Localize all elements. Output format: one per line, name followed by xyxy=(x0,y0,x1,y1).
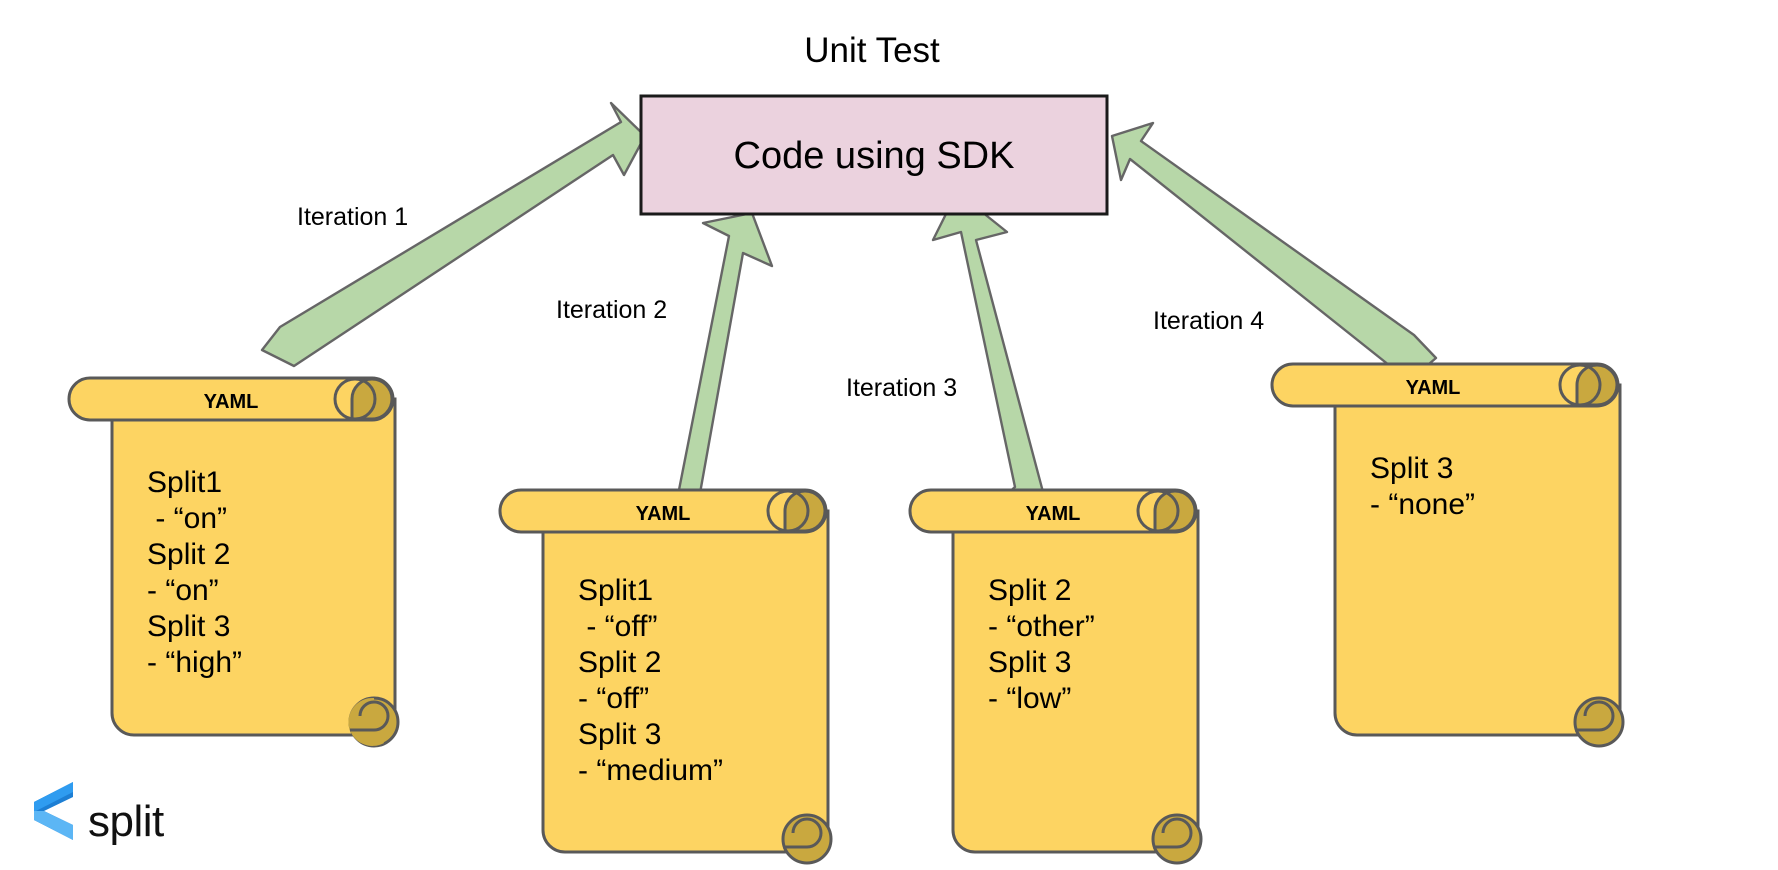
split-chevron-logo-icon xyxy=(34,782,73,840)
scroll-curl-top-3 xyxy=(1136,489,1197,533)
yaml-scroll-3[interactable]: YAML Split 2 - “other” Split 3 - “low” xyxy=(908,488,1203,865)
scroll-curl-top-1 xyxy=(333,377,394,421)
scroll-line: Split 2 xyxy=(147,538,230,571)
scroll-line: - “off” xyxy=(578,682,649,715)
scroll-header-2: YAML xyxy=(636,503,691,525)
scroll-line: Split 3 xyxy=(578,718,661,751)
yaml-scroll-4[interactable]: YAML Split 3 - “none” xyxy=(1270,362,1625,748)
scroll-line: Split 3 xyxy=(147,610,230,643)
scroll-header-1: YAML xyxy=(204,391,259,413)
arrow-iteration-1 xyxy=(260,101,647,368)
scroll-line: - “medium” xyxy=(578,754,723,787)
arrow-iteration-3 xyxy=(931,190,1045,502)
yaml-scroll-1[interactable]: YAML Split1 - “on” Split 2 - “on” Split … xyxy=(67,376,400,748)
scroll-line: - “none” xyxy=(1370,488,1475,521)
scroll-line: - “high” xyxy=(147,646,242,679)
central-node-label: Code using SDK xyxy=(734,135,1015,177)
scroll-line: Split1 xyxy=(147,466,222,499)
scroll-line: - “low” xyxy=(988,682,1071,715)
yaml-scroll-2[interactable]: YAML Split1 - “off” Split 2 - “off” Spli… xyxy=(498,488,833,865)
arrow-iteration-4 xyxy=(1110,121,1438,383)
scroll-curl-top-4 xyxy=(1558,363,1619,407)
scroll-line: - “on” xyxy=(147,502,227,535)
scroll-curl-bottom-3 xyxy=(1151,813,1203,865)
scroll-curl-bottom-2 xyxy=(781,813,833,865)
split-logo: split xyxy=(34,782,165,846)
split-wordmark: split xyxy=(88,797,164,846)
scroll-header-3: YAML xyxy=(1026,503,1081,525)
central-node-code-using-sdk[interactable]: Code using SDK xyxy=(639,94,1109,216)
scroll-line: - “on” xyxy=(147,574,219,607)
edge-label-iteration-1: Iteration 1 xyxy=(297,203,408,231)
edge-label-iteration-2: Iteration 2 xyxy=(556,296,667,324)
scroll-header-4: YAML xyxy=(1406,377,1461,399)
scroll-line: - “off” xyxy=(578,610,657,643)
edge-label-iteration-4: Iteration 4 xyxy=(1153,307,1264,335)
scroll-curl-bottom-4 xyxy=(1573,696,1625,748)
arrow-iteration-2 xyxy=(653,211,774,512)
scroll-curl-bottom-1 xyxy=(348,696,400,748)
scroll-line: Split 2 xyxy=(578,646,661,679)
page-title: Unit Test xyxy=(804,31,940,70)
scroll-line: Split 3 xyxy=(1370,452,1453,485)
scroll-line: Split 3 xyxy=(988,646,1071,679)
scroll-line: Split1 xyxy=(578,574,653,607)
scroll-curl-top-2 xyxy=(766,489,827,533)
edge-label-iteration-3: Iteration 3 xyxy=(846,374,957,402)
scroll-line: - “other” xyxy=(988,610,1095,643)
scroll-line: Split 2 xyxy=(988,574,1071,607)
